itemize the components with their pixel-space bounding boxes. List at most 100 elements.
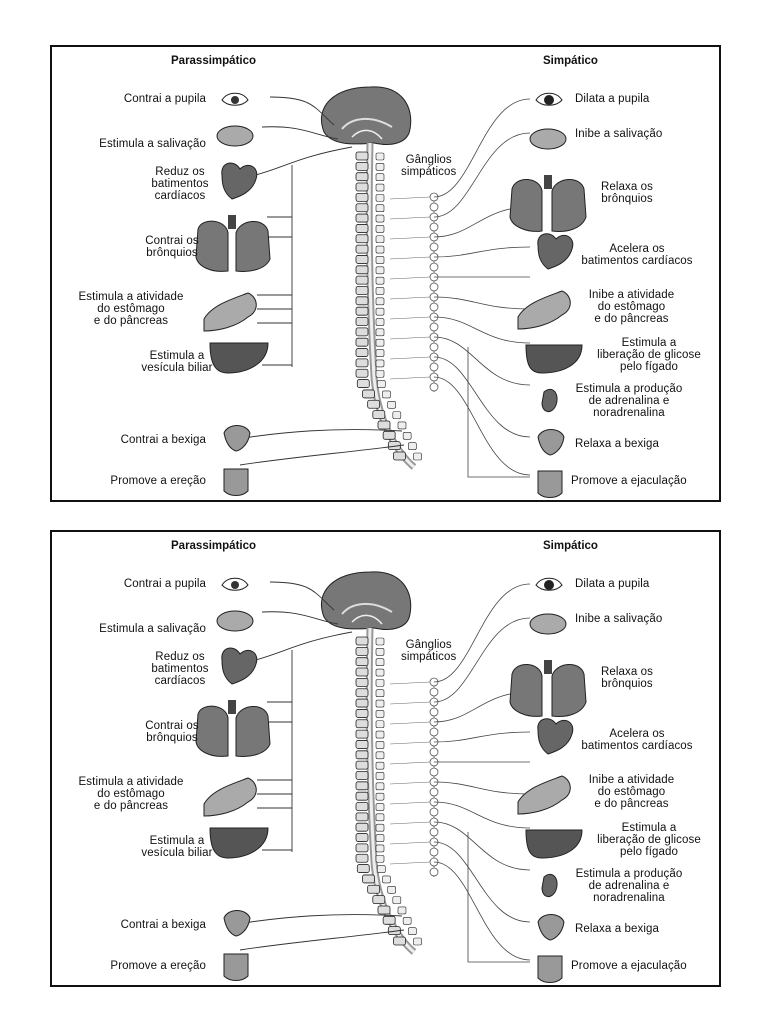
vertebra-process [375,297,385,306]
left-label-gallbladder: Estimula a vesícula biliar [141,350,213,374]
sympathetic-nerve [433,246,531,258]
vertebra-process [375,699,385,708]
ganglia-label: Gânglios simpáticos [401,154,457,178]
ganglion [429,847,439,857]
left-label-bladder: Contrai a bexiga [120,919,206,931]
brain-fold [341,603,393,615]
vertebra-process [375,307,385,316]
vertebra-process [375,710,385,718]
spinal-connector [389,781,431,785]
right-label-ejaculation: Promove a ejaculação [571,475,687,487]
vertebra [367,399,381,409]
bladder-icon [223,425,251,452]
vertebra-process [375,152,385,161]
vertebra-process [375,741,385,749]
sympathetic-nerve [467,832,530,963]
left-label-erection: Promove a ereção [110,960,206,972]
sympathetic-nerve [433,781,531,795]
vertebra-process [375,328,385,337]
vertebra [355,853,369,863]
brain-fold [341,118,393,130]
vertebra [355,224,369,233]
right-label-pupil: Dilata a pupila [575,578,650,590]
trachea-icon [228,700,236,714]
vertebra-process [375,792,385,801]
ganglion [429,747,439,757]
liver-icon [209,342,269,374]
liver-icon [525,829,583,859]
vertebra-process [408,442,417,450]
vertebra-process [375,813,385,822]
spinal-connector [389,801,431,805]
vertebra [355,709,369,718]
right-label-pupil: Dilata a pupila [575,93,650,105]
trachea-icon [544,175,552,189]
vertebra [356,864,370,873]
vertebra-process [375,637,385,646]
ganglion [429,727,439,737]
vertebra-process [375,318,385,326]
left-label-heart: Reduz os batimentos cardíacos [151,166,209,202]
ganglion [429,867,439,877]
left-label-bronchi: Contrai os brônquios [145,235,199,259]
vertebra-process [397,421,407,430]
brain [320,571,412,630]
vertebra [355,822,369,832]
spinal-connector [389,701,431,705]
vertebra-process [375,359,385,368]
parasympathetic-nerve [236,914,403,925]
ganglion [429,807,439,817]
vertebra-process [375,338,385,347]
right-label-ejaculation: Promove a ejaculação [571,960,687,972]
genital-icon [223,953,249,981]
parasympathetic-nerve [239,929,405,951]
vertebra [355,337,369,347]
ganglion [429,262,439,272]
vertebra [355,636,369,646]
vertebra [355,203,369,213]
left-label-stomach: Estimula a atividade do estômago e do pâ… [78,776,184,812]
parasympathetic-nerve [247,631,353,663]
vertebra-process [375,183,385,192]
vertebra-process [375,349,385,357]
sympathetic-nerve [433,316,531,344]
ganglion [429,222,439,232]
vertebra-process [375,730,385,739]
vertebra [355,213,369,223]
right-label-adrenal: Estimula a produção de adrenalina e nora… [575,868,683,904]
vertebra [393,936,406,946]
vertebra [355,688,369,698]
vertebra-process [375,854,385,863]
vertebra [355,646,369,656]
parasympathetic-nerve [269,581,335,611]
heart-icon [221,647,258,685]
vertebra [355,244,369,254]
ganglion [429,687,439,697]
vertebra [372,410,386,420]
left-label-stomach: Estimula a atividade do estômago e do pâ… [78,291,184,327]
liver-icon [525,344,583,374]
vertebra [355,182,369,192]
vertebra-process [375,803,385,811]
heart-icon [537,233,574,270]
spinal-connector [389,356,431,360]
vertebra [372,895,386,905]
vertebra [355,843,369,853]
vertebra-process [375,173,385,181]
lung-right-icon [235,221,271,272]
lung-left-icon [195,220,229,272]
spinal-connector [389,336,431,340]
bladder-icon [223,910,251,937]
left-label-saliva: Estimula a salivação [99,138,206,150]
vertebra [377,420,391,430]
right-label-heart: Acelera os batimentos cardíacos [581,728,693,752]
right-label-bronchi: Relaxa os brônquios [600,666,654,690]
lung-left-icon [509,664,543,717]
parasympathetic-nerve [261,611,339,625]
vertebra-process [402,432,412,440]
ganglion [429,362,439,372]
vertebra [356,379,370,388]
pupil-icon [544,95,554,105]
sympathetic-nerve [433,861,531,961]
spinal-connector [389,741,431,745]
